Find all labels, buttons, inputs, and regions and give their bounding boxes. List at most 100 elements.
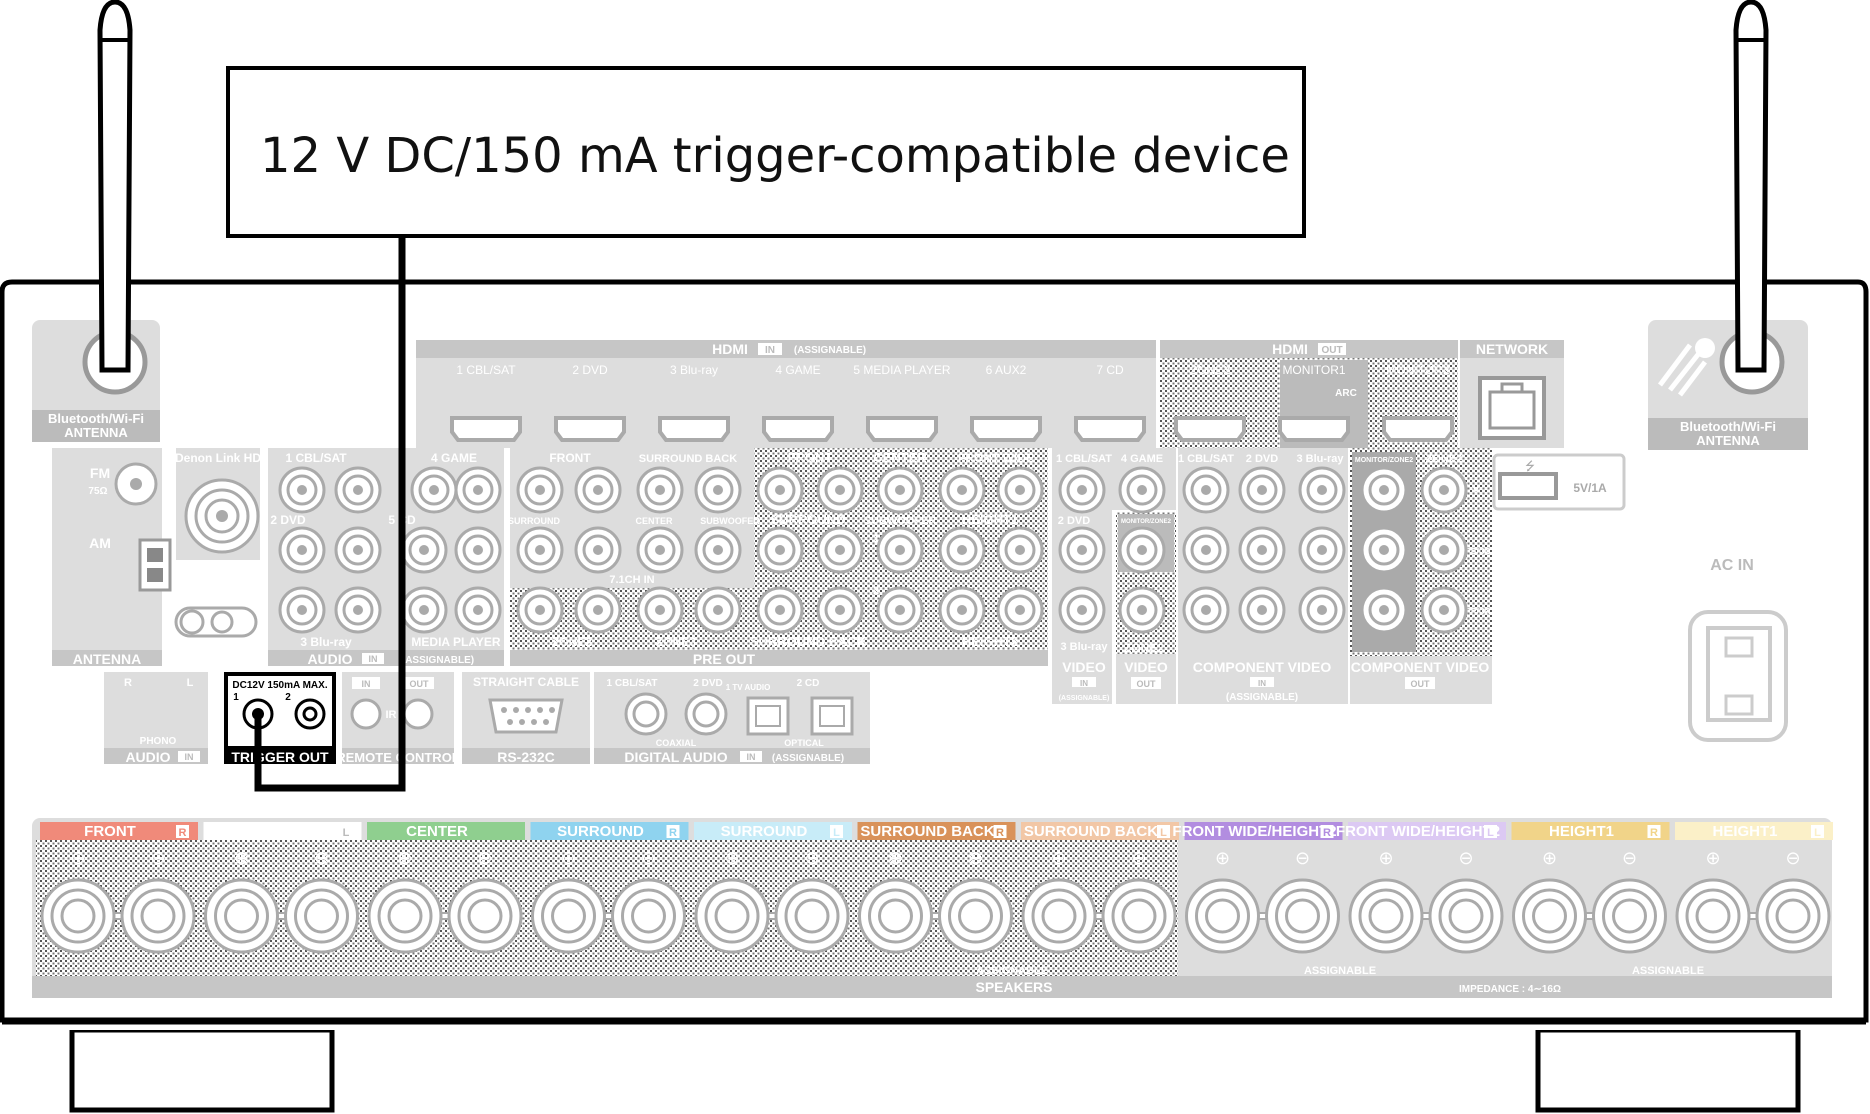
component-in-badge: IN bbox=[1258, 679, 1266, 688]
speaker-terminal bbox=[1592, 878, 1667, 954]
trigger-spec: DC12V 150mA MAX. bbox=[232, 680, 327, 691]
video-jack bbox=[1118, 586, 1166, 634]
audio-in-jack bbox=[278, 466, 326, 514]
rs232c-section: STRAIGHT CABLE RS-232C bbox=[462, 672, 590, 765]
speaker-channel-bar bbox=[1348, 822, 1506, 840]
speaker-channel-bar bbox=[203, 822, 362, 840]
fm-am-antenna-section: FM 75Ω AM ANTENNA SIGNAL GND bbox=[52, 448, 258, 667]
network-label: NETWORK bbox=[1476, 341, 1548, 357]
rca-jack bbox=[636, 466, 684, 514]
speaker-side-badge bbox=[1647, 825, 1661, 838]
speaker-terminal bbox=[858, 878, 933, 954]
speaker-side-label: R bbox=[179, 827, 187, 839]
video-jack bbox=[1360, 586, 1408, 634]
video-out-footer: VIDEO bbox=[1124, 659, 1168, 675]
minus-icon: ⊖ bbox=[804, 848, 819, 869]
am-label: AM bbox=[89, 535, 111, 551]
video-jack bbox=[1298, 586, 1346, 634]
pre-out-surround: SURROUND bbox=[770, 512, 845, 527]
speaker-side-label: L bbox=[343, 827, 350, 839]
speakers-assignable-3: ASSIGNABLE bbox=[1632, 965, 1704, 977]
rca-jack bbox=[938, 526, 986, 574]
usb-label: 5V/1A bbox=[1573, 481, 1607, 495]
ac-pin-bottom bbox=[1724, 694, 1754, 716]
speaker-side-badge bbox=[1157, 825, 1170, 838]
hdmi-in-title: HDMI bbox=[712, 341, 748, 357]
video-jack bbox=[1058, 526, 1106, 574]
component-out-footer: COMPONENT VIDEO bbox=[1351, 659, 1490, 675]
video-jack bbox=[1298, 466, 1346, 514]
antenna-right: Bluetooth/Wi-Fi ANTENNA bbox=[1648, 0, 1808, 450]
antenna-left-label2: ANTENNA bbox=[64, 425, 128, 440]
hdmi-out-title: HDMI bbox=[1272, 341, 1308, 357]
antenna-section-label: ANTENNA bbox=[73, 651, 141, 667]
speaker-side-label: L bbox=[833, 827, 840, 839]
video-jack bbox=[1420, 466, 1468, 514]
speaker-terminal bbox=[40, 878, 116, 954]
left-foot bbox=[69, 1027, 335, 1113]
wireless-icon bbox=[1658, 343, 1707, 397]
speaker-channel-label: FRONT WIDE/HEIGHT2 bbox=[1172, 823, 1336, 840]
remote-in: IN bbox=[362, 679, 371, 689]
hdmi-in-badge: IN bbox=[765, 345, 775, 356]
coaxial-label: COAXIAL bbox=[656, 738, 697, 748]
minus-icon: ⊖ bbox=[968, 848, 983, 869]
rca-jack bbox=[996, 526, 1044, 574]
audio-in-jack bbox=[334, 586, 382, 634]
speaker-channel-label: HEIGHT1 bbox=[1712, 823, 1777, 840]
speaker-channel-bar bbox=[1184, 822, 1343, 840]
rca-jack bbox=[938, 466, 986, 514]
audio-in-jack bbox=[278, 586, 326, 634]
speaker-terminal bbox=[1428, 878, 1504, 954]
multi-in-center: CENTER bbox=[635, 516, 673, 526]
speaker-terminal bbox=[938, 878, 1013, 954]
audio-in-label-1: 1 CBL/SAT bbox=[285, 451, 347, 465]
video-jack bbox=[1058, 466, 1106, 514]
speaker-side-badge bbox=[1320, 825, 1334, 838]
zone3-preout-label: ZONE3 bbox=[656, 635, 696, 649]
network-section: NETWORK bbox=[1460, 340, 1564, 448]
video-out-label-1: MONITOR/ZONE2 bbox=[1121, 519, 1172, 525]
plus-icon: ⊕ bbox=[724, 848, 739, 869]
pre-out-front: FRONT bbox=[788, 450, 833, 465]
speaker-terminal bbox=[367, 878, 443, 954]
speaker-channel-bar bbox=[1511, 822, 1670, 840]
speaker-side-badge bbox=[666, 825, 680, 838]
audio-in-jack bbox=[454, 466, 502, 514]
rca-jack bbox=[938, 586, 986, 634]
minus-icon: ⊖ bbox=[314, 848, 329, 869]
fm-ohm-label: 75Ω bbox=[88, 486, 107, 497]
hdmi-in-port bbox=[762, 416, 834, 442]
speaker-terminal bbox=[531, 878, 606, 954]
speaker-terminal bbox=[284, 878, 359, 954]
callout-text: 12 V DC/150 mA trigger-compatible device bbox=[260, 128, 1290, 184]
denon-link-section: Denon Link HD bbox=[175, 448, 261, 560]
audio-in-jack bbox=[334, 466, 382, 514]
phono-badge: IN bbox=[185, 752, 194, 762]
speaker-side-badge bbox=[1811, 825, 1824, 838]
audio-in-jack bbox=[400, 526, 448, 574]
remote-control-section: IN OUT IR REMOTE CONTROL bbox=[336, 672, 460, 765]
hdmi-out-port-label: MONITOR1 bbox=[1282, 363, 1345, 377]
trigger-footer: TRIGGER OUT bbox=[231, 749, 329, 765]
rca-jack bbox=[756, 526, 804, 574]
rca-jack bbox=[756, 586, 804, 634]
speaker-terminal bbox=[611, 878, 686, 954]
speaker-side-label: L bbox=[1160, 827, 1167, 839]
phono-l: L bbox=[187, 677, 194, 689]
hdmi-out-port bbox=[1382, 416, 1454, 442]
hdmi-in-port-label: 6 AUX2 bbox=[986, 363, 1027, 377]
multichannel-preout-section: FRONT SURROUND BACK SURROUND CENTER SUBW… bbox=[508, 448, 1056, 667]
speaker-channel-label: FRONT bbox=[84, 823, 136, 840]
minus-icon: ⊖ bbox=[150, 848, 165, 869]
component-out-badge: OUT bbox=[1411, 679, 1431, 689]
antenna-right-label1: Bluetooth/Wi-Fi bbox=[1680, 419, 1776, 434]
audio-in-jack bbox=[410, 466, 458, 514]
audio-in-jack bbox=[454, 586, 502, 634]
coaxial-jack-1 bbox=[624, 692, 668, 736]
speakers-assignable-1: ASSIGNABLE bbox=[976, 965, 1048, 977]
hdmi-in-port-label: 2 DVD bbox=[572, 363, 608, 377]
